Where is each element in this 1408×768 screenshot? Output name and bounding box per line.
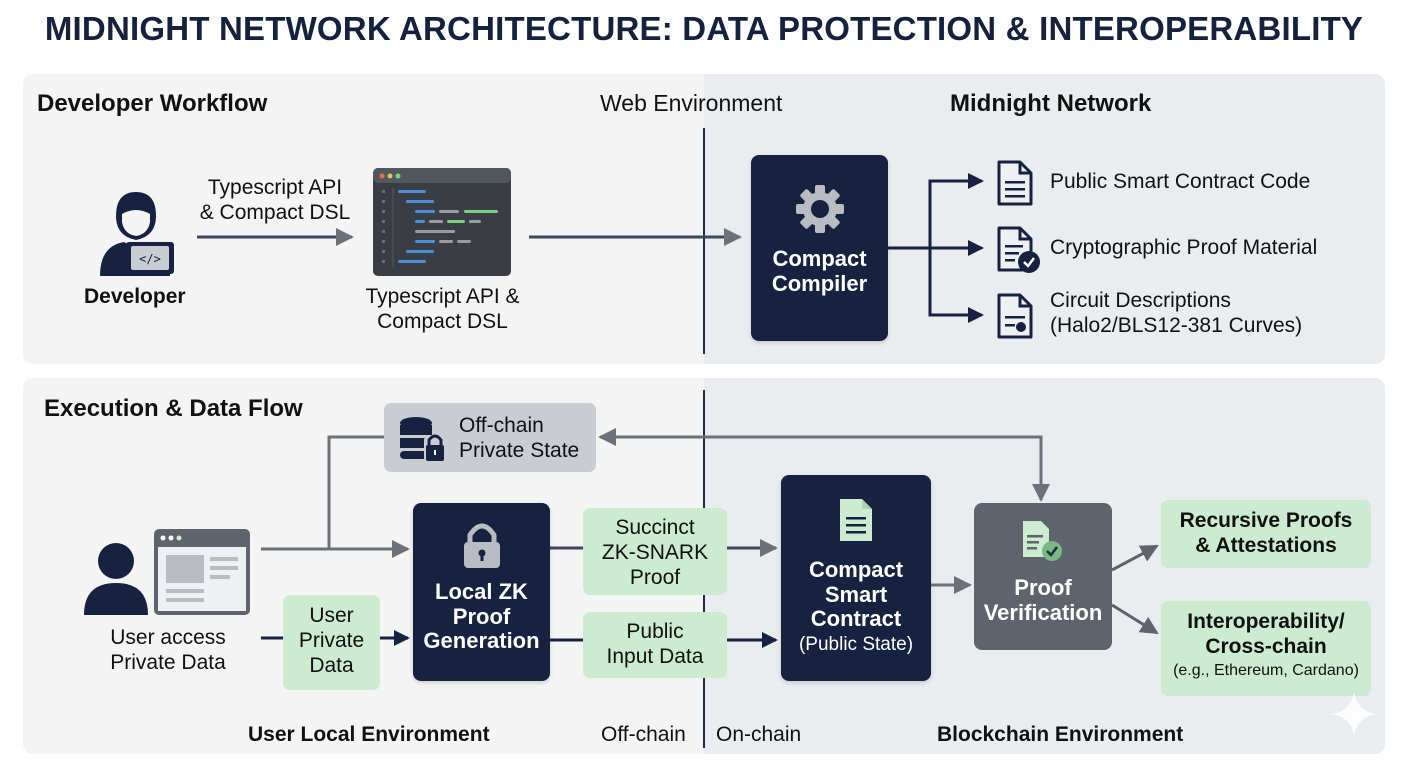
user-access-line1: User access (110, 626, 226, 649)
proof-verification-box[interactable]: Proof Verification (974, 503, 1112, 650)
developer-icon: </> (100, 192, 174, 276)
lzk-line1: Local ZK (435, 579, 528, 604)
arrow-verification-to-recursive (1111, 544, 1159, 572)
snark-line3: Proof (629, 566, 681, 590)
output-circuit-descriptions: Circuit Descriptions (Halo2/BLS12-381 Cu… (1050, 288, 1302, 338)
arrow-verification-to-offchain (598, 428, 1050, 502)
local-zk-proof-generation-box[interactable]: Local ZK Proof Generation (413, 503, 550, 681)
output-public-smart-contract-code: Public Smart Contract Code (1050, 170, 1311, 193)
document-icon (997, 160, 1033, 206)
user-local-env-label: User Local Environment (248, 723, 490, 746)
contract-document-icon (840, 499, 872, 541)
arrow-verification-to-interop (1111, 603, 1159, 635)
web-environment-label: Web Environment (600, 90, 783, 116)
svg-text:</>: </> (139, 252, 161, 266)
compact-compiler-box[interactable]: Compact Compiler (751, 155, 888, 341)
arrow-user-to-localzk (261, 435, 410, 558)
snark-line2: ZK-SNARK (601, 541, 709, 565)
user-private-data-box[interactable]: User Private Data (283, 595, 380, 690)
gear-icon (795, 185, 844, 233)
document-check-icon (997, 226, 1040, 273)
section-title-developer-workflow: Developer Workflow (37, 90, 268, 117)
pv-line1: Proof (1014, 575, 1072, 600)
section-title-execution-data-flow: Execution & Data Flow (44, 395, 303, 422)
code-editor-icon (373, 168, 511, 276)
off-chain-label: Off-chain (601, 723, 686, 746)
lzk-line3: Generation (423, 628, 540, 654)
snark-line1: Succinct (615, 516, 695, 539)
user-browser-icon (84, 529, 250, 615)
sc-line3: Contract (810, 606, 902, 632)
lock-icon (463, 523, 500, 568)
pv-line2: Verification (983, 599, 1103, 625)
lzk-line2: Proof (452, 603, 511, 629)
offchain-line2: Private State (459, 439, 580, 463)
circuit-line1: Circuit Descriptions (1050, 289, 1231, 312)
output-cryptographic-proof-material: Cryptographic Proof Material (1050, 236, 1318, 259)
page-title: MIDNIGHT NETWORK ARCHITECTURE: DATA PROT… (44, 10, 1364, 47)
interoperability-box[interactable]: Interoperability/ Cross-chain (e.g., Eth… (1161, 601, 1371, 696)
compact-smart-contract-box[interactable]: Compact Smart Contract (Public State) (781, 475, 931, 681)
blockchain-env-label: Blockchain Environment (937, 723, 1184, 746)
upd-line3: Data (309, 654, 354, 678)
pi-line1: Public (626, 620, 684, 643)
on-chain-label: On-chain (716, 723, 802, 746)
io-line2: Cross-chain (1205, 635, 1327, 659)
rec-line2: & Attestations (1195, 534, 1337, 558)
user-access-line2: Private Data (110, 651, 226, 675)
database-lock-icon (400, 417, 446, 461)
certificate-document-icon (997, 293, 1033, 339)
sc-line1: Compact (808, 557, 904, 582)
sparkle-icon (1332, 692, 1376, 736)
arrow-compiler-outputs (888, 173, 984, 323)
editor-label-line2: Compact DSL (377, 310, 508, 334)
rec-line1: Recursive Proofs (1179, 509, 1353, 532)
upd-line1: User (309, 604, 354, 627)
midnight-network-label: Midnight Network (950, 90, 1152, 117)
top-divider (703, 128, 705, 354)
arrow-label: Typescript API & Compact DSL (190, 175, 360, 225)
verified-document-icon (1023, 521, 1062, 561)
io-sub: (e.g., Ethereum, Cardano) (1173, 662, 1359, 680)
arrow-label-line2: & Compact DSL (199, 201, 351, 225)
succinct-zk-snark-proof-box[interactable]: Succinct ZK-SNARK Proof (583, 508, 727, 595)
sc-line2: Smart (824, 581, 888, 607)
editor-label: Typescript API & Compact DSL (345, 284, 540, 334)
arrow-label-line1: Typescript API (207, 176, 343, 199)
developer-label: Developer (84, 285, 186, 308)
pi-line2: Input Data (606, 645, 704, 669)
upd-line2: Private (298, 629, 365, 653)
offchain-line1: Off-chain (459, 414, 544, 437)
compiler-line2: Compiler (771, 271, 868, 297)
recursive-proofs-box[interactable]: Recursive Proofs & Attestations (1161, 500, 1371, 568)
user-access-label: User access Private Data (88, 625, 248, 675)
compiler-line1: Compact (772, 246, 867, 271)
circuit-line2: (Halo2/BLS12-381 Curves) (1050, 314, 1303, 338)
io-line1: Interoperability/ (1187, 610, 1345, 633)
offchain-private-state-box[interactable]: Off-chain Private State (384, 403, 596, 472)
public-input-data-box[interactable]: Public Input Data (583, 612, 727, 678)
editor-label-line1: Typescript API & (365, 285, 520, 308)
sc-sub: (Public State) (798, 633, 914, 655)
